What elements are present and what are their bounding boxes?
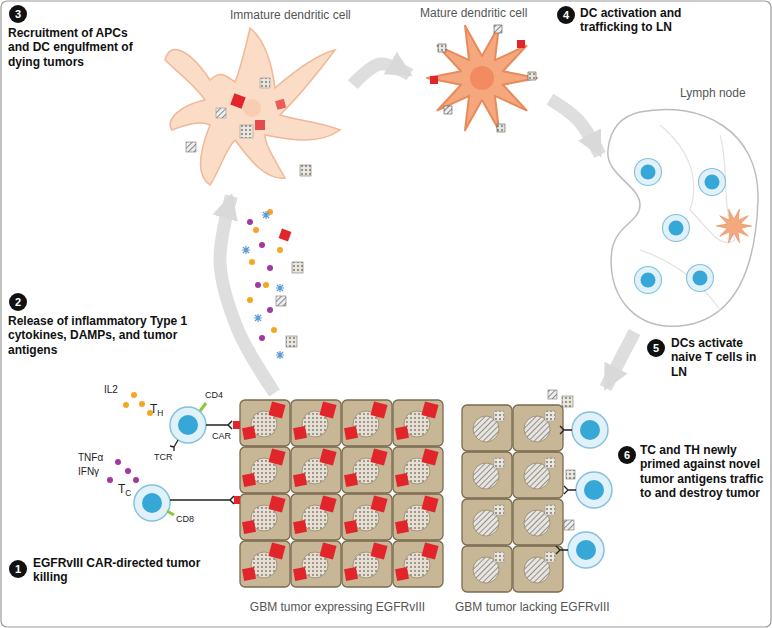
cell-figure: TH <box>148 400 210 450</box>
callout-number: 6 <box>618 446 636 464</box>
cycle-arrow <box>550 99 600 155</box>
callout-number: 2 <box>9 293 27 311</box>
step-note: DCs activate naive T cells in LN <box>671 336 769 379</box>
cycle-arrow <box>353 64 410 85</box>
step-note: Recruitment of APCs and DC engulfment of… <box>8 26 150 69</box>
cell-figure: Lymph node <box>600 86 765 332</box>
mature-dc <box>427 25 537 132</box>
molecule-label: IFNγ <box>78 466 99 478</box>
node-label: Immature dendritic cell <box>230 8 351 22</box>
cell-figure: TC <box>116 478 174 526</box>
callout-number: 1 <box>9 560 27 578</box>
tumor-expressing <box>240 400 443 587</box>
molecule-label: CAR <box>212 431 231 442</box>
step-note: EGFRvIII CAR-directed tumor killing <box>33 556 201 585</box>
molecule-label: TNFα <box>78 452 103 464</box>
node-label: GBM tumor expressing EGFRvIII <box>250 600 425 614</box>
node-label: TH <box>150 402 163 416</box>
molecule-label: TCR <box>154 452 173 463</box>
callout-number: 4 <box>557 6 575 24</box>
molecule-label: CD8 <box>176 514 194 525</box>
cycle-arrow <box>220 196 275 393</box>
cell-figure: Mature dendritic cell <box>410 4 550 140</box>
cell-figure: GBM tumor lacking EGFRvIII <box>455 388 628 624</box>
node-label: Mature dendritic cell <box>420 6 527 20</box>
lymph-node <box>608 109 758 326</box>
node-label: GBM tumor lacking EGFRvIII <box>455 600 610 614</box>
node-label: TC <box>118 482 131 496</box>
cell-figure: Immature dendritic cell <box>160 4 353 196</box>
step-note: TC and TH newly primed against novel tum… <box>640 443 768 501</box>
t-cells <box>107 392 612 568</box>
callout-number: 5 <box>647 339 665 357</box>
callout-number: 3 <box>9 5 27 23</box>
molecule-label: CD4 <box>205 390 223 401</box>
tumor-lacking <box>462 390 575 592</box>
cycle-arrow <box>606 332 635 388</box>
immature-dc <box>165 28 340 185</box>
cell-figure: GBM tumor expressing EGFRvIII <box>225 393 450 624</box>
node-label: Lymph node <box>680 86 746 100</box>
step-note: DC activation and trafficking to LN <box>580 6 705 35</box>
molecule-label: IL2 <box>104 384 118 396</box>
step-note: Release of inflammatory Type 1 cytokines… <box>8 314 188 357</box>
